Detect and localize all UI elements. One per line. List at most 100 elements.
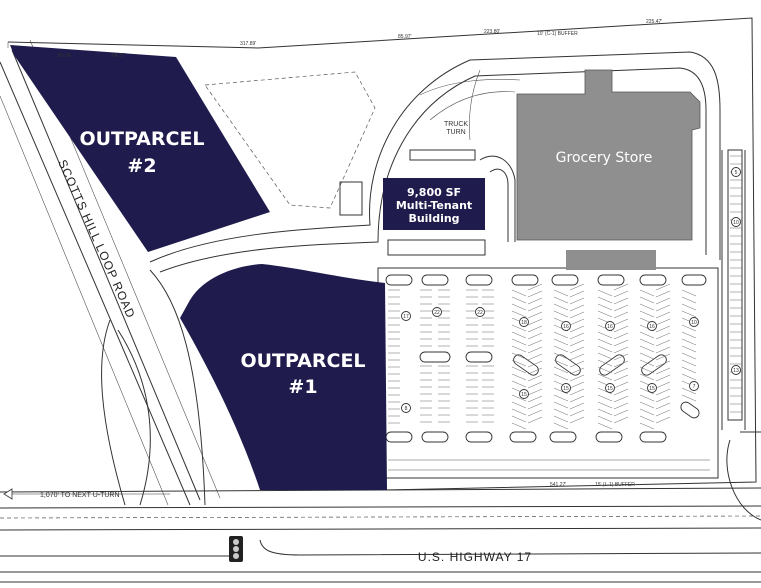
stall-count: 15 bbox=[521, 392, 527, 398]
parking-stall-line bbox=[613, 290, 629, 298]
parking-stall-line bbox=[655, 318, 671, 326]
parking-stall-line bbox=[569, 409, 585, 417]
parking-stall-line bbox=[527, 290, 543, 298]
u-turn-arrow-icon bbox=[3, 488, 170, 500]
parking-stall-line bbox=[553, 331, 569, 339]
outparcel-2-shape bbox=[10, 45, 270, 252]
parking-stall-line bbox=[613, 388, 629, 396]
parking-stall-line bbox=[527, 416, 543, 424]
parking-stall-line bbox=[597, 394, 613, 402]
parking-stall-line bbox=[597, 408, 613, 416]
parking-stall-line bbox=[681, 289, 697, 297]
parking-stall-line bbox=[681, 338, 697, 346]
outparcel-1-number: #1 bbox=[288, 376, 317, 398]
stall-count: 16 bbox=[607, 324, 613, 330]
parking-stall-line bbox=[569, 339, 585, 347]
parking-stall-line bbox=[511, 394, 527, 402]
parking-stall-line bbox=[553, 303, 569, 311]
stall-count: 10 bbox=[691, 320, 697, 326]
parking-stall-line bbox=[639, 352, 655, 360]
stall-count: 10 bbox=[733, 220, 739, 226]
grocery-store-label: Grocery Store bbox=[556, 150, 653, 166]
parking-stall-line bbox=[613, 297, 629, 305]
parking-stall-line bbox=[569, 346, 585, 354]
parking-stall-line bbox=[527, 332, 543, 340]
parking-stall-line bbox=[639, 331, 655, 339]
parking-stall-line bbox=[569, 297, 585, 305]
parking-stall-line bbox=[655, 304, 671, 312]
dimension-label: 225.47' bbox=[646, 19, 662, 25]
parking-stall-line bbox=[569, 318, 585, 326]
parking-stall-line bbox=[569, 360, 585, 368]
parking-stall-line bbox=[639, 373, 655, 381]
parking-stall-line bbox=[597, 401, 613, 409]
parking-stall-line bbox=[613, 416, 629, 424]
parking-stall-line bbox=[553, 422, 569, 430]
parking-stall-line bbox=[613, 311, 629, 319]
grocery-loading-dock bbox=[566, 250, 656, 270]
parking-stall-line bbox=[597, 289, 613, 297]
parking-stall-line bbox=[553, 415, 569, 423]
parking-stall-line bbox=[681, 324, 697, 332]
parking-stall-line bbox=[639, 401, 655, 409]
parking-stall-line bbox=[597, 373, 613, 381]
stall-count: 7 bbox=[693, 384, 696, 390]
parking-stall-line bbox=[511, 331, 527, 339]
truck-turn-label-2: TURN bbox=[446, 129, 465, 136]
parking-stall-line bbox=[681, 331, 697, 339]
parking-stall-line bbox=[569, 381, 585, 389]
parking-stall-line bbox=[597, 366, 613, 374]
parking-stall-line bbox=[553, 401, 569, 409]
parking-stall-line bbox=[639, 289, 655, 297]
building-word: Building bbox=[408, 212, 459, 225]
outparcel-1-shape bbox=[180, 264, 387, 490]
parking-stall-line bbox=[553, 387, 569, 395]
parking-stall-line bbox=[613, 346, 629, 354]
parking-stall-line bbox=[511, 422, 527, 430]
parking-stall-line bbox=[553, 394, 569, 402]
parking-stall-line bbox=[681, 394, 697, 402]
parking-stall-line bbox=[527, 304, 543, 312]
parking-stall-line bbox=[681, 352, 697, 360]
parking-stall-line bbox=[613, 409, 629, 417]
parking-stall-line bbox=[527, 311, 543, 319]
stall-count: 17 bbox=[403, 314, 409, 320]
parking-stall-line bbox=[569, 311, 585, 319]
future-pad-outline bbox=[204, 71, 376, 209]
parking-stall-line bbox=[553, 296, 569, 304]
parking-stall-line bbox=[655, 402, 671, 410]
parking-stall-line bbox=[511, 345, 527, 353]
property-boundary bbox=[7, 17, 757, 491]
parking-stall-line bbox=[553, 373, 569, 381]
parking-stall-line bbox=[527, 360, 543, 368]
parking-stall-line bbox=[553, 338, 569, 346]
parking-stall-line bbox=[527, 353, 543, 361]
parking-stall-line bbox=[639, 422, 655, 430]
parking-stall-line bbox=[527, 402, 543, 410]
parking-stall-line bbox=[655, 381, 671, 389]
parking-stall-line bbox=[613, 374, 629, 382]
parking-stall-line bbox=[511, 310, 527, 318]
parking-stall-line bbox=[569, 304, 585, 312]
parking-stall-line bbox=[613, 283, 629, 291]
stall-count: 8 bbox=[405, 406, 408, 412]
parking-stall-line bbox=[553, 366, 569, 374]
stall-count: 15 bbox=[649, 386, 655, 392]
parking-stall-line bbox=[639, 394, 655, 402]
parking-stall-line bbox=[597, 296, 613, 304]
stall-count: 22 bbox=[434, 310, 440, 316]
dimension-label: 317.89' bbox=[240, 41, 256, 47]
parking-stall-line bbox=[569, 367, 585, 375]
parking-stall-line bbox=[639, 415, 655, 423]
u-turn-label: 1,070' TO NEXT U-TURN bbox=[40, 492, 120, 499]
grocery-store-building bbox=[516, 69, 701, 241]
parking-stall-line bbox=[639, 296, 655, 304]
parking-stall-line bbox=[597, 310, 613, 318]
parking-stall-line bbox=[597, 331, 613, 339]
outparcel-1-title: OUTPARCEL bbox=[240, 350, 365, 372]
parking-islands bbox=[385, 274, 707, 443]
stall-count: 18 bbox=[521, 320, 527, 326]
parking-stall-line bbox=[527, 325, 543, 333]
parking-stall-line bbox=[655, 325, 671, 333]
parking-stall-line bbox=[511, 296, 527, 304]
